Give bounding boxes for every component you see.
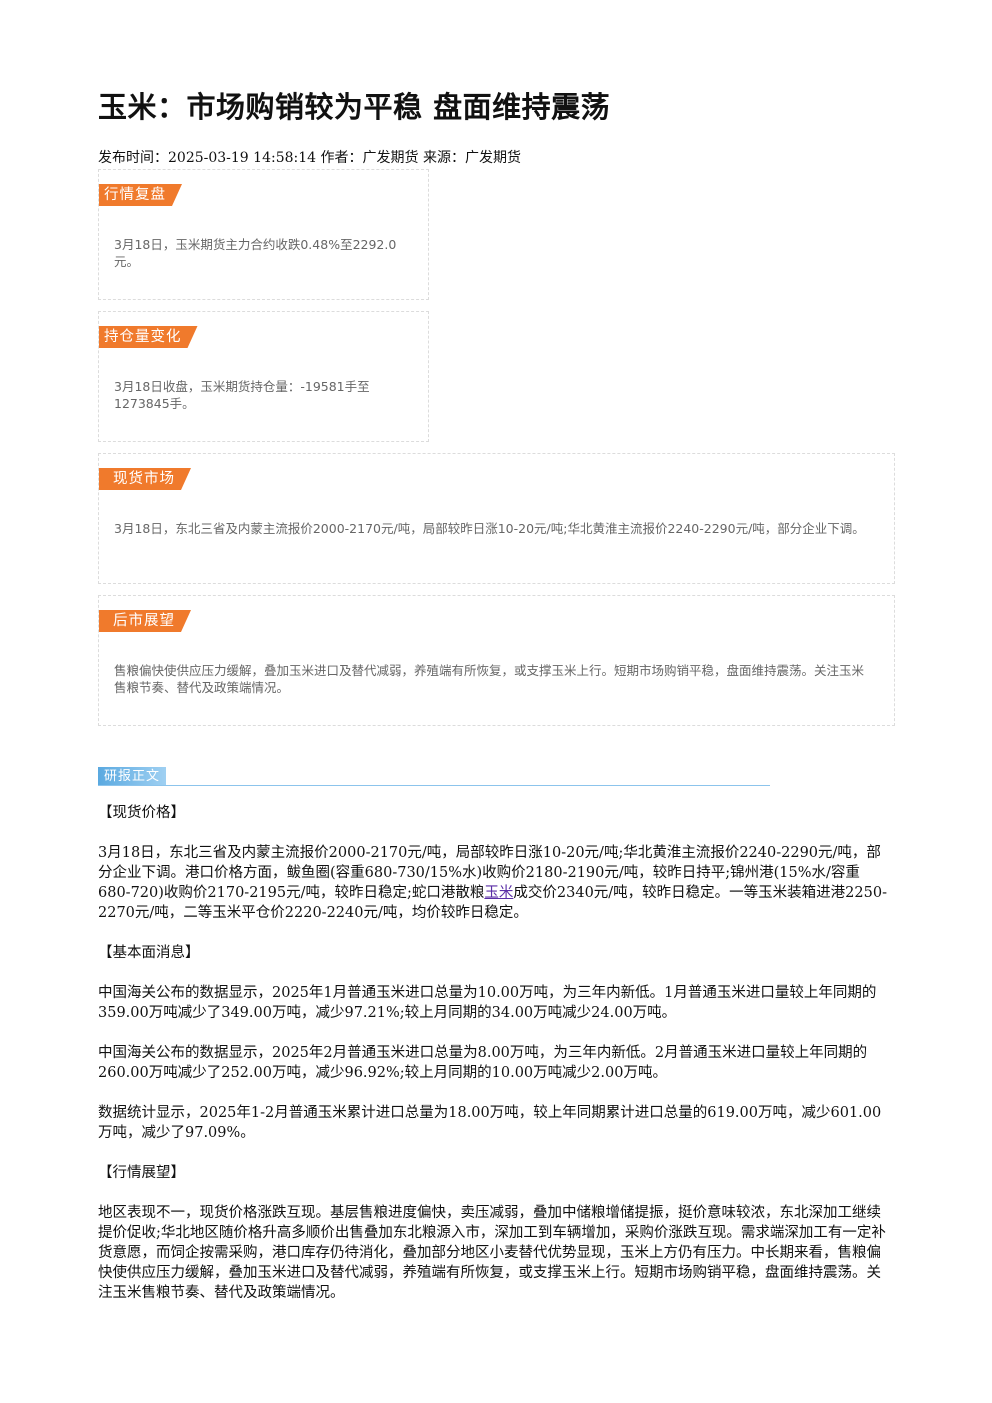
spot-text-before-link: 3月18日，东北三省及内蒙主流报价2000-2170元/吨，局部较昨日涨10-2… [98, 845, 881, 901]
card-text: 售粮偏快使供应压力缓解，叠加玉米进口及替代减弱，养殖端有所恢复，或支撑玉米上行。… [114, 663, 865, 695]
spot-paragraph: 3月18日，东北三省及内蒙主流报价2000-2170元/吨，局部较昨日涨10-2… [98, 843, 892, 923]
fundamental-heading: 【基本面消息】 [98, 945, 200, 961]
research-divider [98, 785, 770, 786]
spot-text-after-link: 成交价2340元/吨，较昨日稳定。一等玉米装箱进港2250-2270元/吨，二等… [98, 885, 887, 921]
summary-card-open-interest: 持仓量变化 3月18日收盘，玉米期货持仓量：-19581手至1273845手。 [98, 311, 429, 442]
fundamental-paragraph-2: 中国海关公布的数据显示，2025年2月普通玉米进口总量为8.00万吨，为三年内新… [98, 1045, 868, 1081]
card-tag: 后市展望 [99, 610, 191, 632]
corn-link[interactable]: 玉米 [484, 885, 514, 901]
summary-card-spot-market: 现货市场 3月18日，东北三省及内蒙主流报价2000-2170元/吨，局部较昨日… [98, 453, 895, 584]
card-tag: 现货市场 [99, 468, 191, 490]
outlook-heading: 【行情展望】 [98, 1165, 185, 1181]
summary-card-market-review: 行情复盘 3月18日，玉米期货主力合约收跌0.48%至2292.0元。 [98, 169, 429, 300]
summary-card-outlook: 后市展望 售粮偏快使供应压力缓解，叠加玉米进口及替代减弱，养殖端有所恢复，或支撑… [98, 595, 895, 726]
card-text: 3月18日，东北三省及内蒙主流报价2000-2170元/吨，局部较昨日涨10-2… [114, 521, 865, 536]
card-tag: 持仓量变化 [99, 326, 198, 348]
card-text: 3月18日收盘，玉米期货持仓量：-19581手至1273845手。 [114, 379, 370, 411]
page-title: 玉米：市场购销较为平稳 盘面维持震荡 [98, 90, 611, 124]
research-section-label: 研报正文 [98, 767, 167, 786]
fundamental-paragraph-1: 中国海关公布的数据显示，2025年1月普通玉米进口总量为10.00万吨，为三年内… [98, 985, 877, 1021]
card-text: 3月18日，玉米期货主力合约收跌0.48%至2292.0元。 [114, 237, 397, 269]
spot-heading: 【现货价格】 [98, 805, 185, 821]
card-tag: 行情复盘 [99, 184, 182, 206]
outlook-paragraph: 地区表现不一，现货价格涨跌互现。基层售粮进度偏快，卖压减弱，叠加中储粮增储提振，… [98, 1205, 886, 1301]
article-meta: 发布时间：2025-03-19 14:58:14 作者：广发期货 来源：广发期货 [98, 150, 521, 166]
fundamental-paragraph-3: 数据统计显示，2025年1-2月普通玉米累计进口总量为18.00万吨，较上年同期… [98, 1105, 882, 1141]
